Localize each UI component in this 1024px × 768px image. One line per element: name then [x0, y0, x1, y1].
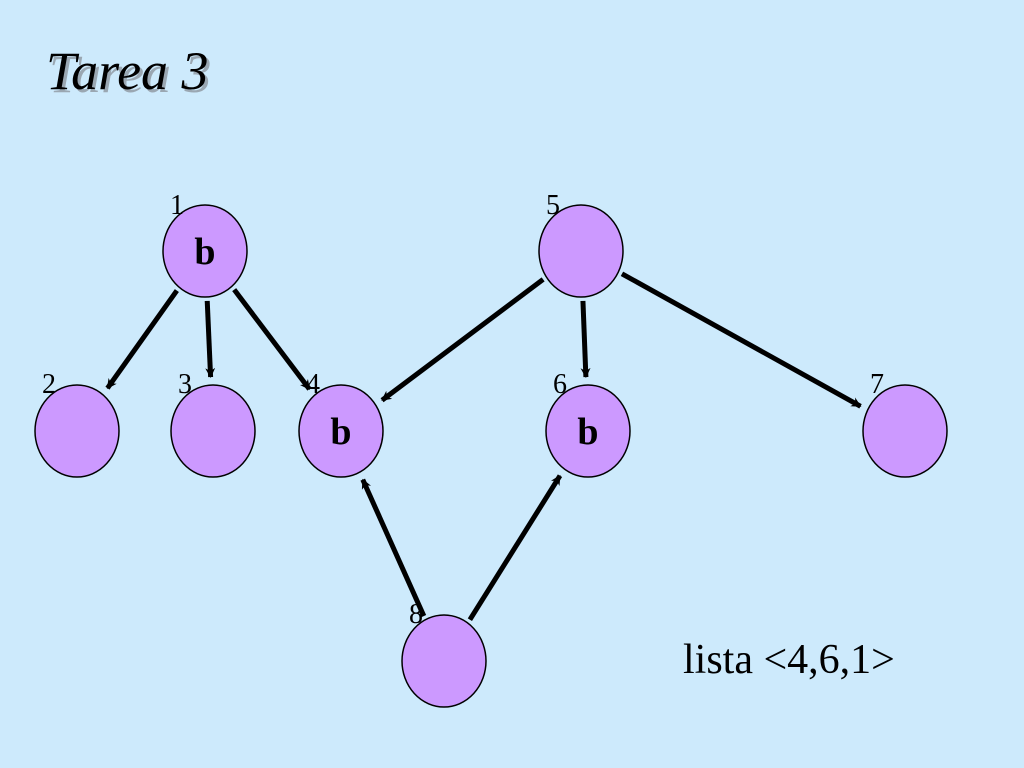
edge-1-to-2 [105, 289, 179, 390]
node-mark-label: b [330, 411, 351, 453]
node-7: 7 [862, 369, 948, 478]
edge-5-to-7 [620, 271, 862, 409]
list-label: lista <4,6,1> [683, 637, 895, 683]
node-4: 4b [298, 369, 384, 478]
node-5: 5 [538, 190, 624, 298]
node-id-label: 5 [546, 190, 560, 221]
edge-5-to-6 [580, 300, 591, 379]
node-circle [545, 384, 631, 478]
edge-8-to-6 [467, 474, 563, 621]
node-id-label: 8 [409, 599, 423, 630]
node-id-label: 7 [870, 369, 884, 400]
node-circle [538, 204, 624, 298]
node-circle [170, 384, 256, 478]
node-id-label: 6 [553, 369, 567, 400]
slide-title: Tarea 3 Tarea 3 [46, 40, 212, 104]
node-id-label: 4 [306, 369, 320, 400]
edge-1-to-4 [232, 288, 312, 391]
edge-5-to-4 [380, 277, 545, 403]
edge-8-to-4 [360, 478, 427, 618]
edge-1-to-3 [204, 300, 216, 379]
node-6: 6b [545, 369, 631, 478]
node-id-label: 2 [42, 369, 56, 400]
node-id-label: 1 [170, 190, 184, 221]
edges-layer [105, 271, 862, 621]
node-1: 1b [162, 190, 248, 298]
slide-title-text: Tarea 3 [46, 41, 209, 101]
node-circle [298, 384, 384, 478]
node-mark-label: b [577, 411, 598, 453]
slide-title-shadow: Tarea 3 [49, 44, 212, 104]
node-circle [162, 204, 248, 298]
node-circle [34, 384, 120, 478]
node-id-label: 3 [178, 369, 192, 400]
node-2: 2 [34, 369, 120, 478]
node-8: 8 [401, 599, 487, 708]
node-circle [862, 384, 948, 478]
node-mark-label: b [194, 231, 215, 273]
node-3: 3 [170, 369, 256, 478]
node-circle [401, 614, 487, 708]
